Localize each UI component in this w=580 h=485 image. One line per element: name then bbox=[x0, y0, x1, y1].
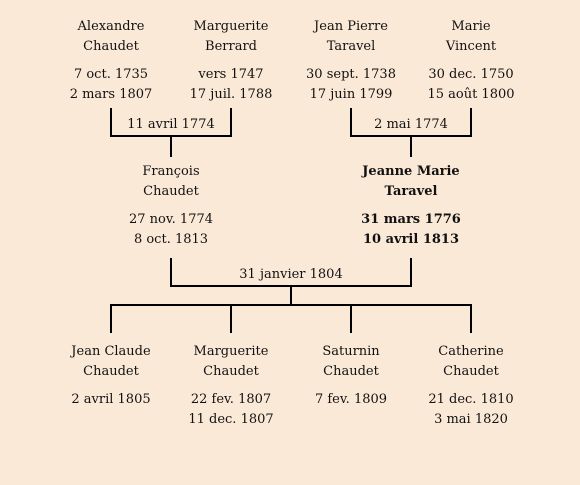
birth-date: vers 1747 bbox=[198, 67, 264, 82]
person-first-name: Catherine bbox=[438, 344, 504, 359]
person-jeanne-marie-taravel: Jeanne Marie Taravel 31 mars 1776 10 avr… bbox=[351, 162, 471, 250]
person-catherine-chaudet: Catherine Chaudet 21 dec. 1810 3 mai 182… bbox=[411, 342, 531, 430]
birth-date: 7 oct. 1735 bbox=[73, 67, 149, 82]
birth-date: 27 nov. 1774 bbox=[128, 212, 214, 227]
person-first-name: Jeanne Marie bbox=[362, 164, 460, 179]
person-first-name: François bbox=[142, 164, 200, 179]
person-last-name: Chaudet bbox=[323, 364, 379, 379]
person-last-name: Berrard bbox=[205, 39, 257, 54]
birth-date: 22 fev. 1807 bbox=[190, 392, 272, 407]
birth-date: 30 sept. 1738 bbox=[306, 67, 396, 82]
person-last-name: Taravel bbox=[384, 184, 438, 199]
marriage-date: 11 avril 1774 bbox=[127, 117, 215, 132]
person-jean-claude-chaudet: Jean Claude Chaudet 2 avril 1805 bbox=[51, 342, 171, 410]
birth-date: 2 avril 1805 bbox=[71, 392, 151, 407]
person-last-name: Chaudet bbox=[83, 364, 139, 379]
person-jean-pierre-taravel: Jean Pierre Taravel 30 sept. 1738 17 jui… bbox=[291, 17, 411, 105]
person-first-name: Marguerite bbox=[193, 19, 269, 34]
person-last-name: Taravel bbox=[326, 39, 376, 54]
person-saturnin-chaudet: Saturnin Chaudet 7 fev. 1809 bbox=[291, 342, 411, 410]
person-marie-vincent: Marie Vincent 30 dec. 1750 15 août 1800 bbox=[411, 17, 531, 105]
death-date: 17 juil. 1788 bbox=[189, 87, 273, 102]
marriage-date: 31 janvier 1804 bbox=[239, 267, 343, 282]
person-first-name: Jean Pierre bbox=[314, 19, 388, 34]
birth-date: 21 dec. 1810 bbox=[428, 392, 514, 407]
death-date: 2 mars 1807 bbox=[69, 87, 153, 102]
birth-date: 7 fev. 1809 bbox=[314, 392, 388, 407]
death-date: 11 dec. 1807 bbox=[188, 412, 274, 427]
person-first-name: Marguerite bbox=[193, 344, 269, 359]
death-date: 15 août 1800 bbox=[427, 87, 515, 102]
person-last-name: Vincent bbox=[445, 39, 497, 54]
person-last-name: Chaudet bbox=[83, 39, 139, 54]
person-last-name: Chaudet bbox=[443, 364, 499, 379]
person-francois-chaudet: François Chaudet 27 nov. 1774 8 oct. 181… bbox=[111, 162, 231, 250]
person-marguerite-berrard: Marguerite Berrard vers 1747 17 juil. 17… bbox=[171, 17, 291, 105]
person-first-name: Jean Claude bbox=[71, 344, 151, 359]
person-last-name: Chaudet bbox=[143, 184, 199, 199]
death-date: 17 juin 1799 bbox=[309, 87, 393, 102]
death-date: 3 mai 1820 bbox=[434, 412, 508, 427]
death-date: 8 oct. 1813 bbox=[133, 232, 209, 247]
person-first-name: Marie bbox=[451, 19, 491, 34]
person-marguerite-chaudet: Marguerite Chaudet 22 fev. 1807 11 dec. … bbox=[171, 342, 291, 430]
birth-date: 30 dec. 1750 bbox=[428, 67, 514, 82]
birth-date: 31 mars 1776 bbox=[361, 212, 461, 227]
person-alexandre-chaudet: Alexandre Chaudet 7 oct. 1735 2 mars 180… bbox=[51, 17, 171, 105]
person-first-name: Alexandre bbox=[77, 19, 145, 34]
death-date: 10 avril 1813 bbox=[362, 232, 460, 247]
person-first-name: Saturnin bbox=[322, 344, 380, 359]
marriage-date: 2 mai 1774 bbox=[374, 117, 448, 132]
person-last-name: Chaudet bbox=[203, 364, 259, 379]
